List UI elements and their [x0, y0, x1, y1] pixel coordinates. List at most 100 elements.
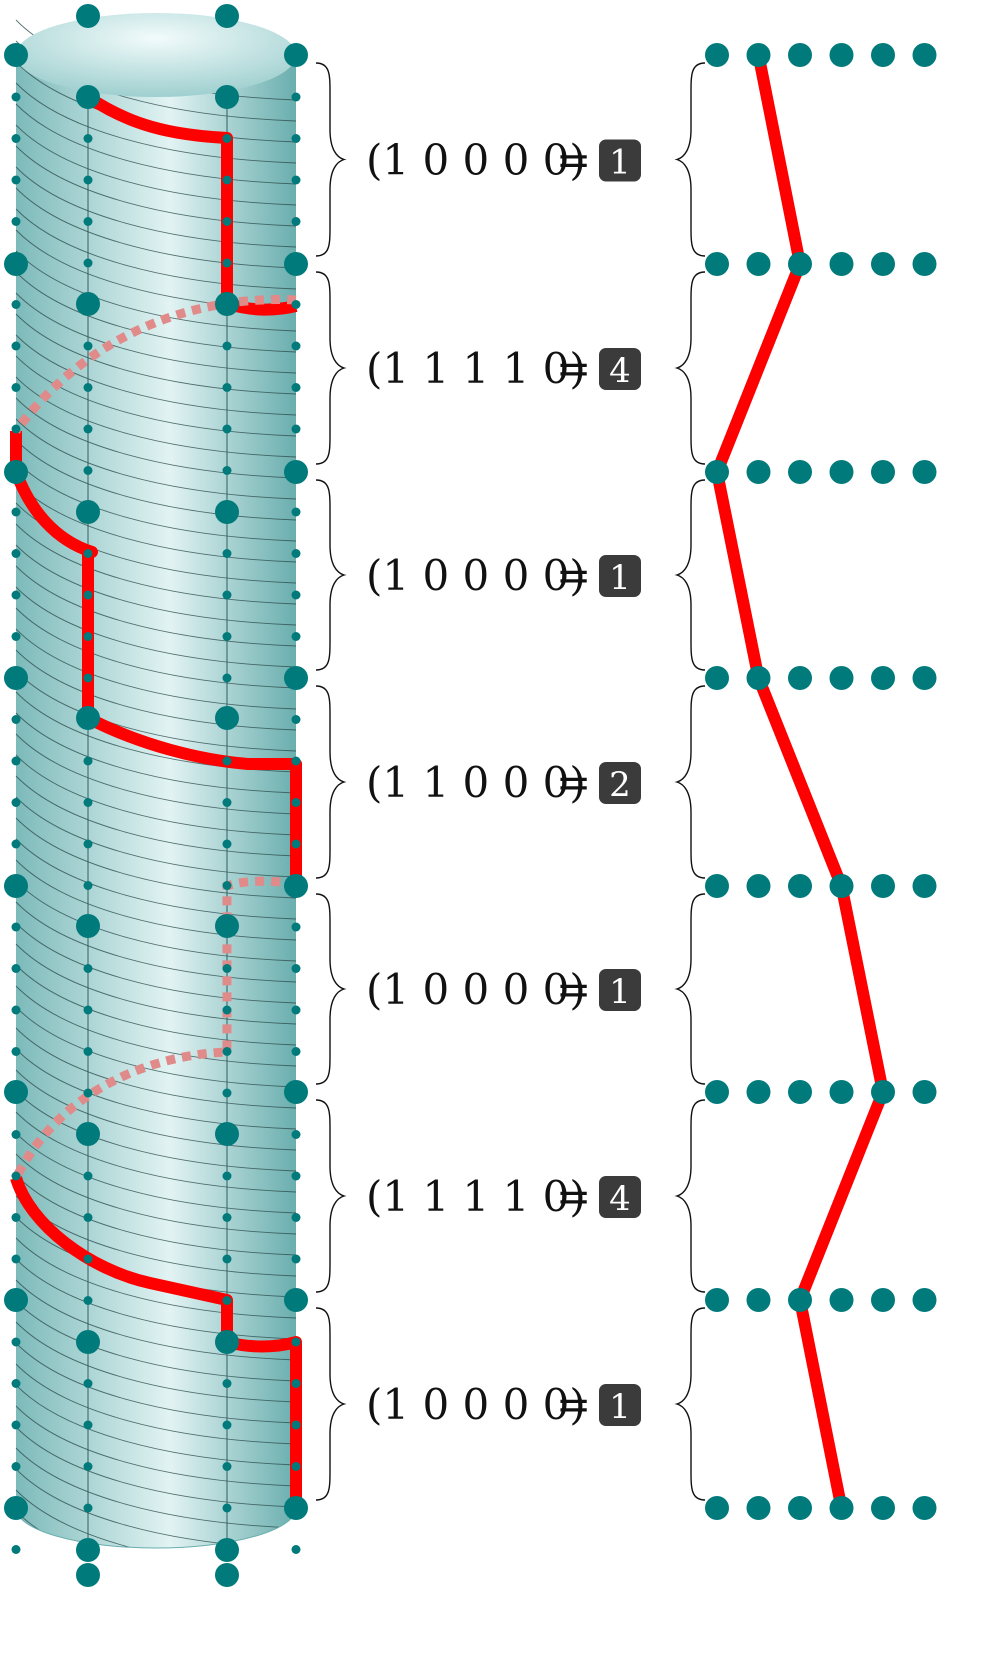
- cylinder-curve: [15, 523, 297, 605]
- small-node: [222, 1130, 232, 1139]
- walk-node: [871, 1288, 895, 1312]
- cylinder-curve: [15, 1069, 297, 1151]
- walk-node: [705, 460, 729, 484]
- cylinder-curve: [15, 250, 297, 332]
- small-node: [83, 1337, 93, 1347]
- small-node: [83, 424, 93, 434]
- row-labels: (1 0 0 0 0)=1(1 1 1 1 0)=4(1 0 0 0 0)=1(…: [366, 136, 641, 1429]
- value-badge: [599, 1384, 641, 1426]
- small-node: [291, 1420, 301, 1430]
- small-node: [222, 1503, 232, 1513]
- row-label: (1 0 0 0 0)=1: [366, 136, 641, 185]
- cylinder-curve: [15, 1132, 297, 1214]
- walk-node: [746, 1288, 771, 1312]
- label-equals: =: [556, 551, 591, 600]
- small-node: [83, 715, 93, 724]
- small-node: [222, 922, 232, 932]
- cylinder-curve: [15, 103, 297, 185]
- value-badge: [599, 762, 641, 804]
- cylinder-curve: [15, 1363, 297, 1445]
- small-node: [83, 590, 93, 600]
- brace: [315, 479, 347, 671]
- label-equals: =: [556, 344, 591, 393]
- walk-node: [705, 1496, 729, 1520]
- small-node: [222, 1545, 232, 1554]
- small-node: [83, 1503, 93, 1513]
- cylinder-curve: [15, 565, 297, 647]
- cylinder-curves: [15, 19, 297, 1634]
- cylinder-curve: [15, 1258, 297, 1340]
- label-value: 4: [609, 1179, 631, 1219]
- label-equals: =: [556, 136, 591, 185]
- small-node: [11, 217, 21, 226]
- small-node: [83, 466, 93, 475]
- small-node: [11, 134, 21, 143]
- cylinder-curve: [15, 607, 297, 689]
- cylinder-curve: [15, 901, 297, 983]
- small-node: [291, 1171, 301, 1181]
- cylinder-curve: [15, 943, 297, 1025]
- brace: [315, 62, 347, 257]
- small-node: [11, 466, 21, 475]
- small-node: [83, 383, 93, 392]
- walk-node: [829, 43, 854, 67]
- cylinder-curve: [15, 334, 297, 416]
- label-equals: =: [556, 758, 591, 807]
- cylinder-curve: [15, 775, 297, 857]
- walk-node: [788, 1496, 812, 1520]
- walk-node: [829, 666, 854, 690]
- small-node: [291, 839, 301, 849]
- small-node: [222, 798, 232, 807]
- brace: [315, 685, 347, 879]
- brace: [674, 1307, 706, 1501]
- walk-node: [746, 460, 771, 484]
- label-equals: =: [556, 1172, 591, 1221]
- small-node: [291, 217, 301, 226]
- small-node: [222, 134, 232, 143]
- small-node: [83, 1462, 93, 1471]
- cylinder-curve: [15, 439, 297, 521]
- path-segment: [84, 92, 298, 316]
- walk-node: [912, 1288, 937, 1312]
- cylinder-curve: [15, 418, 297, 500]
- small-node: [222, 632, 232, 641]
- small-node: [11, 673, 21, 683]
- small-node: [222, 549, 232, 558]
- cylinder-curve: [15, 187, 297, 269]
- walk-node: [788, 874, 812, 898]
- walk-node: [705, 1288, 729, 1312]
- walk-node: [829, 252, 854, 276]
- small-node: [11, 922, 21, 932]
- small-node: [222, 1047, 232, 1056]
- small-node: [83, 798, 93, 807]
- cylinder-bottom-edge: [15, 1507, 297, 1549]
- small-node: [291, 1462, 301, 1471]
- small-node: [11, 341, 21, 351]
- small-node: [222, 881, 232, 890]
- small-node: [11, 1462, 21, 1471]
- small-node: [291, 964, 301, 973]
- small-node: [222, 1213, 232, 1222]
- lattice-node: [76, 1563, 100, 1587]
- walk-path: [710, 53, 890, 1510]
- brace: [674, 1099, 706, 1293]
- walk-node: [871, 1080, 895, 1104]
- small-node: [11, 839, 21, 849]
- small-node: [83, 1296, 93, 1305]
- small-node: [83, 92, 93, 102]
- label-vector: (1 0 0 0 0): [366, 1380, 586, 1429]
- brace: [315, 1307, 347, 1501]
- small-node: [83, 549, 93, 558]
- small-node: [291, 798, 301, 807]
- small-node: [11, 175, 21, 185]
- small-node: [11, 1213, 21, 1222]
- small-node: [11, 964, 21, 973]
- cylinder-curve: [15, 481, 297, 563]
- value-badge: [599, 139, 641, 182]
- walk-node: [912, 460, 937, 484]
- path-segment-hidden: [11, 876, 297, 1181]
- walk-node: [871, 43, 895, 67]
- small-node: [11, 507, 21, 517]
- small-node: [83, 1130, 93, 1139]
- lattice-node: [76, 4, 100, 28]
